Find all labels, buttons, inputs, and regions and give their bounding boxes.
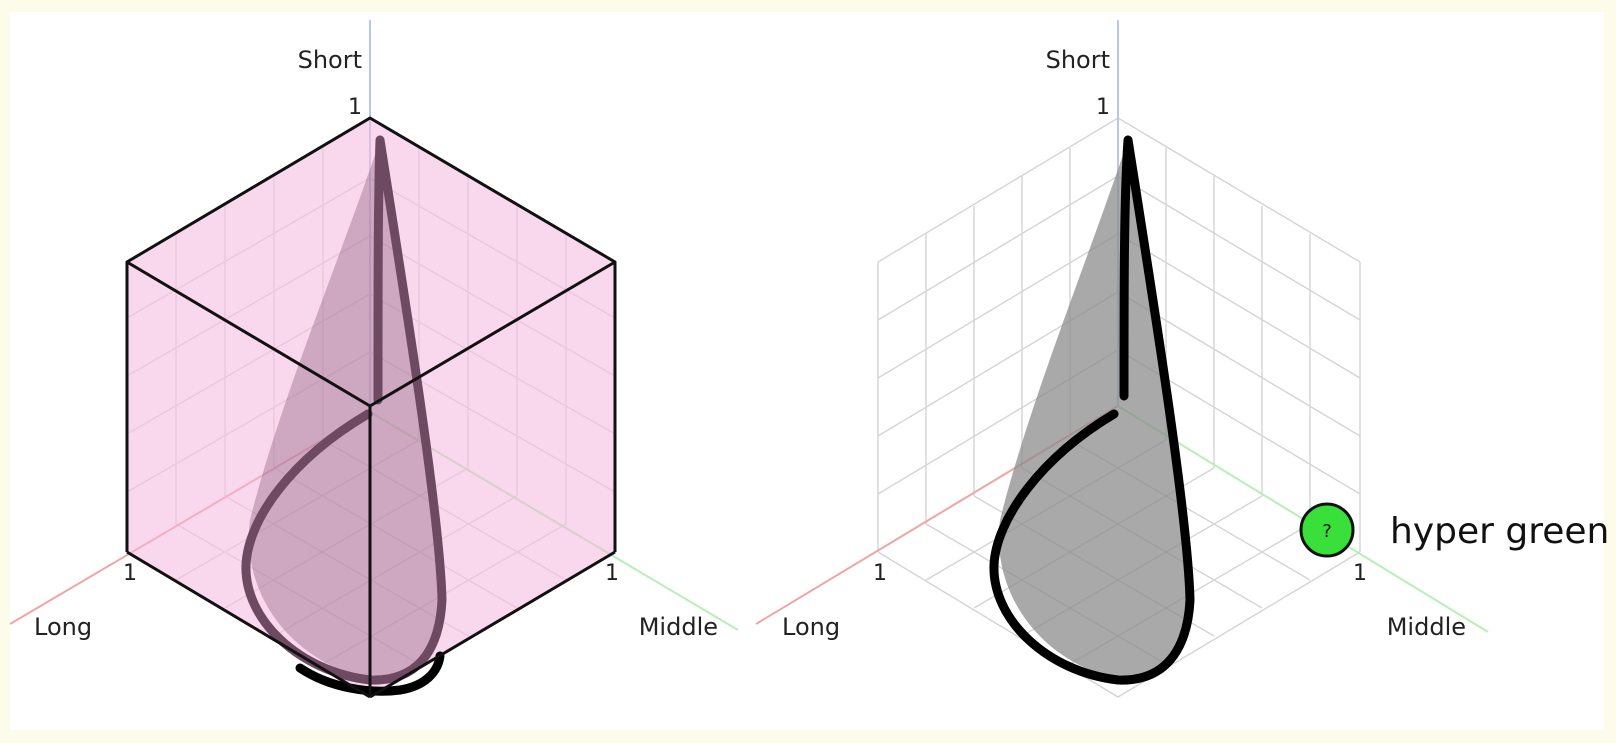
left-short-tick: 1: [348, 95, 362, 120]
right-cone-surface: [998, 140, 1193, 680]
right-long-label: Long: [782, 613, 840, 641]
left-cube-outline: [125, 116, 617, 699]
right-middle-label: Middle: [1387, 613, 1466, 641]
right-middle-tick: 1: [1353, 561, 1367, 586]
left-long-label: Long: [34, 613, 92, 641]
left-curve: [241, 135, 447, 685]
hyper-green-label: hyper green: [1390, 511, 1609, 552]
left-cone-surface: [248, 140, 445, 680]
right-long-tick: 1: [873, 561, 887, 586]
left-middle-tick: 1: [605, 561, 619, 586]
right-short-tick: 1: [1096, 95, 1110, 120]
left-curve-outside: [295, 651, 445, 696]
left-middle-label: Middle: [639, 613, 718, 641]
left-long-tick: 1: [123, 561, 137, 586]
left-short-label: Short: [298, 46, 362, 74]
question-mark-icon: ?: [1322, 521, 1332, 542]
hyper-green-marker: ?: [1299, 502, 1355, 558]
left-panel: Short 1 1 1 Long Middle: [9, 20, 739, 699]
right-curve: [989, 135, 1195, 685]
right-short-label: Short: [1046, 46, 1110, 74]
right-panel: Short 1 1 1 Long Middle ? hyper green: [755, 20, 1609, 698]
